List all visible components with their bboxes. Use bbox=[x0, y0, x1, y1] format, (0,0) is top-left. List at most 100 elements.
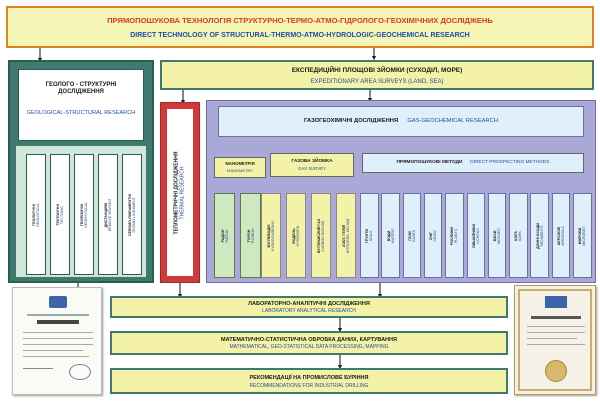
radiometry-column-en: THORON bbox=[250, 227, 255, 244]
thermal-label: ТЕПЛОМЕТРИЧНІ ДОСЛІДЖЕННЯ THERMAL RESEAR… bbox=[173, 151, 186, 234]
laboratory-ua: ЛАБОРАТОРНО-АНАЛІТИЧНІ ДОСЛІДЖЕННЯ bbox=[248, 301, 370, 307]
direct-method-column-en: MOSSES bbox=[497, 227, 502, 244]
recommendations-box: РЕКОМЕНДАЦІЇ НА ПРОМИСЛОВЕ БУРІННЯ RECOM… bbox=[110, 368, 508, 394]
direct-methods-ua: ПРЯМОПОШУКОВІ МЕТОДИ bbox=[396, 160, 463, 165]
geological-en: GEOLOGICAL-STRUCTURAL RESEARCH bbox=[26, 110, 136, 116]
geological-ua: ГЕОЛОГО - СТРУКТУРНІ ДОСЛІДЖЕННЯ bbox=[45, 82, 117, 95]
direct-method-column-en: WATERS bbox=[390, 228, 395, 243]
expedition-box: ЕКСПЕДИЦІЙНІ ПЛОЩОВІ ЗЙОМКИ (СУХОДІЛ, МО… bbox=[160, 60, 594, 90]
title-en: DIRECT TECHNOLOGY OF STRUCTURAL-THERMO-A… bbox=[130, 32, 470, 39]
direct-method-column-en: GASES bbox=[411, 229, 416, 242]
math-en: MATHEMATICAL, GEO-STATISTICAL DATA PROCE… bbox=[229, 344, 389, 350]
gas-survey-box: ГАЗОВА ЗЙОМКА GAS SURVEY bbox=[270, 153, 354, 177]
manometry-ua: МАНОМЕТРІЯ bbox=[225, 161, 255, 166]
geological-column-en: SEISMO-LINEAMENT bbox=[132, 196, 136, 233]
certificate-right-image bbox=[514, 285, 596, 395]
radiometry-column-ua: РАДОН bbox=[220, 229, 225, 242]
seal-icon bbox=[545, 360, 567, 382]
gas-survey-column-en: CARBON DIOXIDE bbox=[321, 219, 325, 252]
laboratory-en: LABORATORY ANALYTICAL RESEARCH bbox=[262, 308, 356, 314]
geological-column-en: REMOTE SENSING bbox=[108, 198, 112, 231]
math-box: МАТЕМАТИЧНО-СТАТИСТИЧНА ОБРОБКА ДАНИХ, К… bbox=[110, 331, 508, 355]
direct-method-column-en: LICHENS bbox=[475, 227, 480, 244]
direct-method-column-en: SNOW bbox=[433, 229, 438, 242]
gas-header-text: ГАЗОГЕОХІМІЧНІ ДОСЛІДЖЕННЯ GAS-GEOCHEMIC… bbox=[219, 118, 583, 124]
gas-en: GAS-GEOCHEMICAL RESEARCH bbox=[407, 118, 499, 124]
title-ua: ПРЯМОПОШУКОВА ТЕХНОЛОГІЯ СТРУКТУРНО-ТЕРМ… bbox=[107, 16, 493, 25]
radiometry-column-ua: ТОРОН bbox=[246, 229, 251, 242]
certificate-left-image bbox=[12, 287, 102, 395]
laboratory-box: ЛАБОРАТОРНО-АНАЛІТИЧНІ ДОСЛІДЖЕННЯ LABOR… bbox=[110, 296, 508, 318]
direct-method-column-en: PLANTS bbox=[454, 228, 459, 243]
direct-method-column-en: SEDIMENTS bbox=[539, 225, 544, 246]
emblem-icon bbox=[49, 296, 67, 308]
direct-method-column-en: MICROBES bbox=[582, 225, 587, 246]
title-box: ПРЯМОПОШУКОВА ТЕХНОЛОГІЯ СТРУКТУРНО-ТЕРМ… bbox=[6, 6, 594, 48]
thermal-box: ТЕПЛОМЕТРИЧНІ ДОСЛІДЖЕННЯ THERMAL RESEAR… bbox=[160, 102, 200, 283]
direct-method-column-en: AEROSOLS bbox=[560, 225, 565, 246]
radiometry-column-en: RADON bbox=[224, 229, 229, 242]
direct-methods-box: ПРЯМОПОШУКОВІ МЕТОДИ DIRECT PROSPECTING … bbox=[362, 153, 584, 173]
thermal-inner: ТЕПЛОМЕТРИЧНІ ДОСЛІДЖЕННЯ THERMAL RESEAR… bbox=[167, 109, 193, 276]
gas-ua: ГАЗОГЕОХІМІЧНІ ДОСЛІДЖЕННЯ bbox=[303, 118, 399, 124]
direct-method-column-en: SOILS bbox=[369, 230, 374, 241]
math-ua: МАТЕМАТИЧНО-СТАТИСТИЧНА ОБРОБКА ДАНИХ, К… bbox=[221, 337, 397, 343]
expedition-ua: ЕКСПЕДИЦІЙНІ ПЛОЩОВІ ЗЙОМКИ (СУХОДІЛ, МО… bbox=[291, 67, 463, 74]
geological-column-en: TECTONIC bbox=[60, 205, 64, 224]
gas-survey-en: GAS SURVEY bbox=[298, 166, 326, 171]
recommendations-en: RECOMMENDATIONS FOR INDUSTRIAL DRILLING bbox=[249, 383, 369, 389]
direct-method-column-ua: ВОДИ bbox=[386, 230, 391, 241]
gas-survey-column-en: NITROGEN, HELIUM bbox=[346, 218, 350, 253]
gas-survey-column-en: HYDROGEN bbox=[296, 225, 300, 246]
geological-column-en: GEOPHYSICAL bbox=[84, 201, 88, 228]
direct-method-column-en: BARK bbox=[518, 230, 523, 241]
gas-survey-ua: ГАЗОВА ЗЙОМКА bbox=[291, 159, 333, 164]
direct-methods-text: ПРЯМОПОШУКОВІ МЕТОДИ DIRECT PROSPECTING … bbox=[363, 160, 583, 165]
gas-survey-column-en: HYDROCARBONS bbox=[271, 220, 275, 251]
manometry-en: MANOMETRY bbox=[227, 168, 253, 173]
geological-header: ГЕОЛОГО - СТРУКТУРНІ ДОСЛІДЖЕННЯ GEOLOGI… bbox=[18, 69, 144, 141]
expedition-en: EXPEDITIONARY AREA SURVEYS (LAND, SEA) bbox=[310, 79, 444, 85]
direct-methods-en: DIRECT PROSPECTING METHODS bbox=[470, 160, 550, 165]
gas-header: ГАЗОГЕОХІМІЧНІ ДОСЛІДЖЕННЯ GAS-GEOCHEMIC… bbox=[218, 106, 584, 137]
